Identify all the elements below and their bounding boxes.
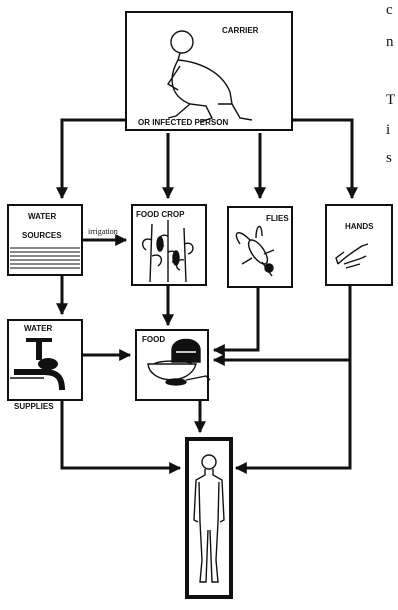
carrier-node: CARRIER OR INFECTED PERSON <box>125 11 293 131</box>
flies-node: FLIES <box>227 206 293 288</box>
hands-node: HANDS <box>325 204 393 286</box>
side-text-2: n <box>386 34 394 50</box>
side-text-1: c <box>386 2 393 18</box>
side-text-fragment: c n T i s <box>386 2 395 166</box>
edge-carrier-to-water-sources <box>56 118 126 200</box>
side-text-3: T <box>386 92 395 108</box>
hands-label: HANDS <box>345 222 374 231</box>
food-crop-label: FOOD CROP <box>136 210 185 219</box>
food-label: FOOD <box>142 335 165 344</box>
water-sources-label-2: SOURCES <box>22 231 62 240</box>
edge-flies-to-food <box>212 287 260 356</box>
edge-water-supplies-to-person <box>60 400 182 474</box>
hand-icon <box>335 243 369 269</box>
fly-icon <box>235 225 275 277</box>
food-crop-node: FOOD CROP <box>131 204 207 286</box>
food-node: FOOD <box>135 329 211 401</box>
side-text-5: s <box>386 150 392 166</box>
irrigation-label: irrigation <box>88 227 118 236</box>
carrier-edges <box>56 118 358 200</box>
carrier-label: CARRIER <box>222 26 259 35</box>
corn-plant-icon <box>141 220 194 283</box>
edge-carrier-to-hands <box>292 118 358 200</box>
infected-person-label: OR INFECTED PERSON <box>138 118 228 127</box>
crouching-person-icon <box>167 30 253 123</box>
person-node <box>185 437 233 599</box>
food-bowl-icon <box>147 338 211 386</box>
water-supplies-node: WATER SUPPLIES <box>7 319 83 411</box>
water-sources-node: WATER SOURCES <box>7 204 83 276</box>
side-text-4: i <box>386 122 390 138</box>
water-tap-icon <box>10 338 65 391</box>
standing-person-icon <box>193 454 225 583</box>
flies-label: FLIES <box>266 214 289 223</box>
water-sources-label-1: WATER <box>28 212 57 221</box>
water-supplies-label-1: WATER <box>24 324 53 333</box>
water-icon <box>10 247 80 269</box>
edge-hands-to-person <box>234 360 352 474</box>
water-supplies-label-2: SUPPLIES <box>14 402 54 411</box>
